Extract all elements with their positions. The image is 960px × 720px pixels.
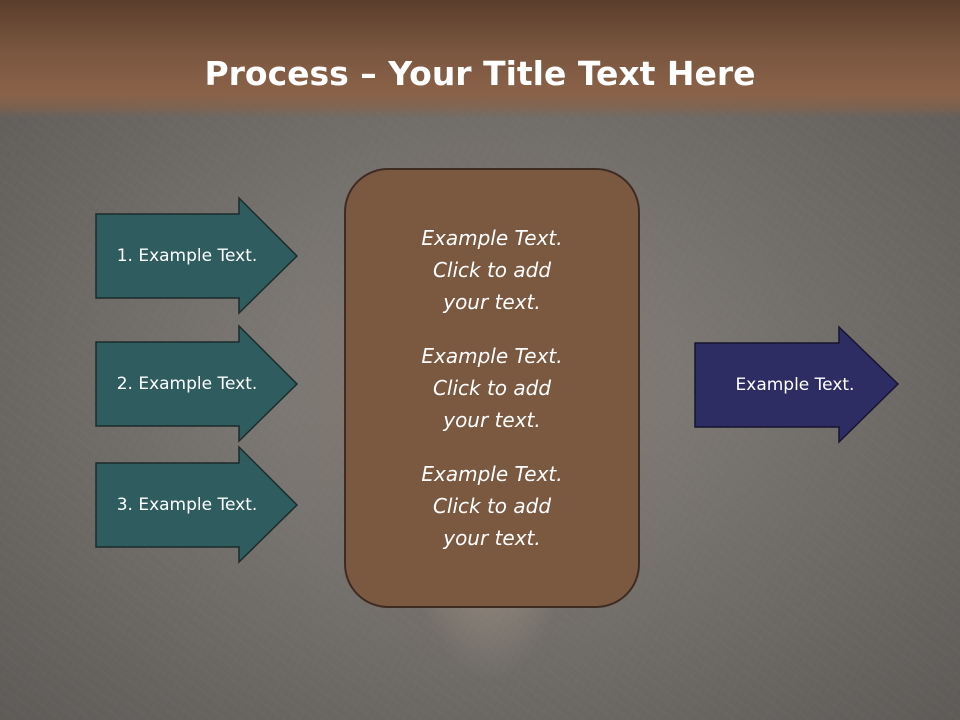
- arrow-shape: [95, 445, 299, 564]
- center-text-block-1[interactable]: Example Text. Click to add your text.: [421, 226, 563, 314]
- left-arrow-3-label: 3. Example Text.: [116, 495, 258, 515]
- title-bold: Process: [204, 54, 349, 93]
- left-arrow-3[interactable]: 3. Example Text.: [95, 445, 299, 564]
- left-arrow-1-label: 1. Example Text.: [116, 246, 258, 266]
- center-text-block-3[interactable]: Example Text. Click to add your text.: [421, 462, 563, 550]
- title-band: [0, 0, 960, 118]
- arrow-shape: [694, 325, 900, 444]
- left-arrow-2[interactable]: 2. Example Text.: [95, 324, 299, 443]
- right-arrow[interactable]: Example Text.: [694, 325, 900, 444]
- center-content-box[interactable]: Example Text. Click to add your text. Ex…: [344, 168, 640, 608]
- slide-title[interactable]: Process – Your Title Text Here: [0, 48, 960, 100]
- title-rest: – Your Title Text Here: [348, 54, 756, 93]
- arrow-shape: [95, 196, 299, 315]
- left-arrow-1[interactable]: 1. Example Text.: [95, 196, 299, 315]
- left-arrow-2-label: 2. Example Text.: [116, 374, 258, 394]
- right-arrow-label: Example Text.: [735, 375, 855, 395]
- center-text-block-2[interactable]: Example Text. Click to add your text.: [421, 344, 563, 432]
- arrow-shape: [95, 324, 299, 443]
